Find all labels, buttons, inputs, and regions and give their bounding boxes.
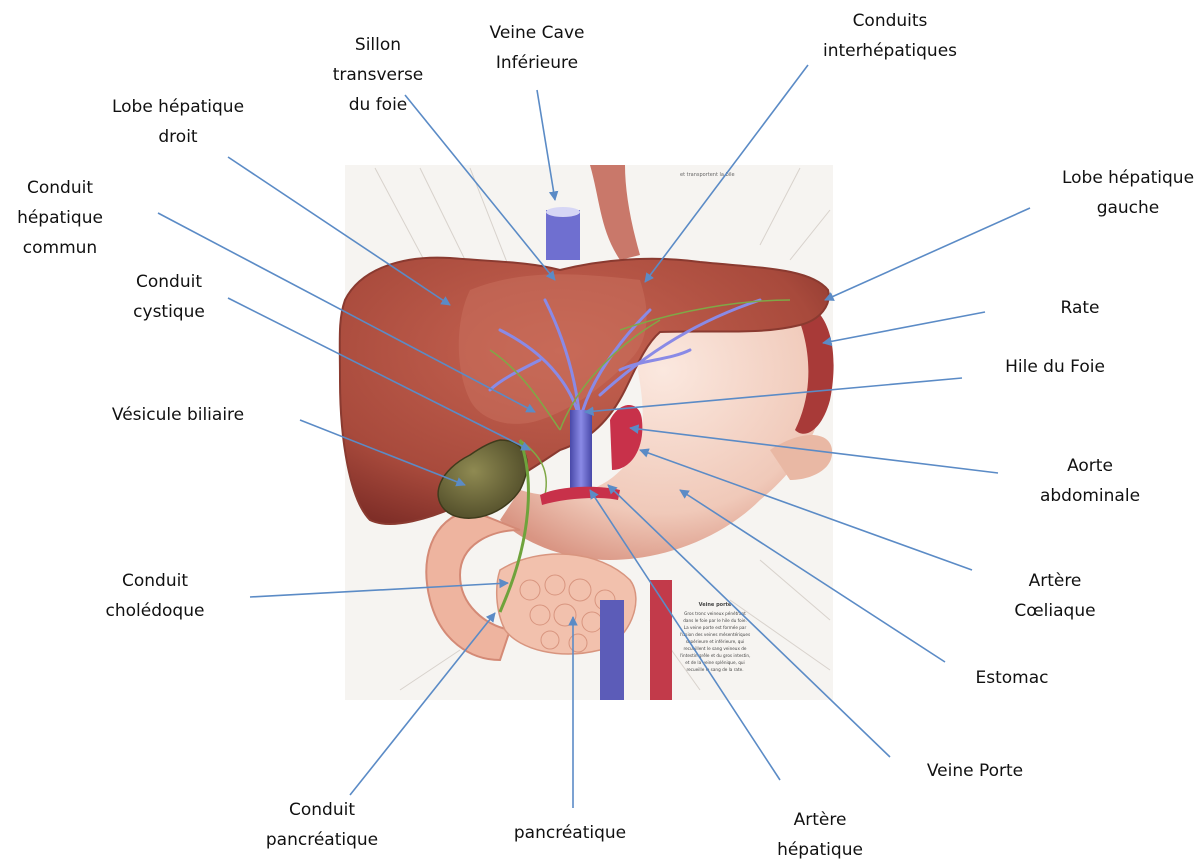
label-line: Conduit [106,566,205,596]
label-line: interhépatiques [823,36,957,66]
label-line: Conduit [266,795,378,825]
label-veine-cave: Veine Cave Inférieure [490,18,585,78]
label-pancreatique: pancréatique [514,818,626,848]
label-line: Rate [1061,293,1100,323]
label-line: Conduit [17,173,103,203]
label-artere-coeliaque: Artère Cœliaque [1014,566,1095,626]
label-line: cystique [133,297,205,327]
hepatic-portal-vein [570,410,592,490]
label-conduit-choledoque: Conduit cholédoque [106,566,205,626]
inset-caption-line: et de la veine splénique, qui [685,660,744,665]
inset-caption-line: l'intestin grêle et du gros intestin, [680,653,751,658]
label-line: Artère [777,805,863,835]
label-lobe-hepatique-droit: Lobe hépatique droit [112,92,244,152]
label-line: hépatique [777,835,863,865]
inferior-vena-cava [546,210,580,260]
inset-caption-line: l'union des veines mésentériques [680,632,750,637]
label-conduit-pancreatique: Conduit pancréatique [266,795,378,855]
label-line: transverse [333,60,424,90]
label-conduit-cystique: Conduit cystique [133,267,205,327]
leader-lobe-gauche [825,208,1030,300]
label-line: pancréatique [514,818,626,848]
inset-caption-title: Veine porte [699,602,732,608]
inset-caption-line: La veine porte est formée par [684,625,747,630]
inset-caption-line: supérieure et inférieure, qui [686,639,745,644]
label-line: Estomac [976,663,1049,693]
label-vesicule-biliaire: Vésicule biliaire [112,400,244,430]
illustration: et transportent la bile [340,165,834,700]
label-line: Inférieure [490,48,585,78]
label-artere-hepatique: Artère hépatique [777,805,863,865]
label-line: Cœliaque [1014,596,1095,626]
label-line: Lobe hépatique [112,92,244,122]
label-line: droit [112,122,244,152]
label-line: abdominale [1040,481,1140,511]
vena-cava-lower [600,600,624,700]
label-line: Conduits [823,6,957,36]
label-line: commun [17,233,103,263]
label-conduits-interhepatiques: Conduits interhépatiques [823,6,957,66]
label-line: hépatique [17,203,103,233]
label-estomac: Estomac [976,663,1049,693]
label-line: Hile du Foie [1005,352,1105,382]
label-hile-du-foie: Hile du Foie [1005,352,1105,382]
label-line: Lobe hépatique [1062,163,1194,193]
label-sillon: Sillon transverse du foie [333,30,424,120]
label-line: Veine Porte [927,756,1023,786]
label-line: Artère [1014,566,1095,596]
label-line: Veine Cave [490,18,585,48]
label-line: Conduit [133,267,205,297]
label-lobe-hepatique-gauche: Lobe hépatique gauche [1062,163,1194,223]
inset-caption-line: Gros tronc veineux pénétrant [684,611,746,616]
label-rate: Rate [1061,293,1100,323]
leader-rate [823,312,985,343]
label-veine-porte: Veine Porte [927,756,1023,786]
label-line: du foie [333,90,424,120]
label-line: cholédoque [106,596,205,626]
label-line: gauche [1062,193,1194,223]
inset-caption-line: recueille le sang de la rate. [686,667,743,672]
label-conduit-hepatique-commun: Conduit hépatique commun [17,173,103,263]
inset-caption-line: dans le foie par le hile du foie. [683,618,747,623]
inferior-vena-cava-opening [546,207,580,217]
label-line: Sillon [333,30,424,60]
label-line: pancréatique [266,825,378,855]
label-line: Vésicule biliaire [112,400,244,430]
label-line: Aorte [1040,451,1140,481]
label-aorte-abdominale: Aorte abdominale [1040,451,1140,511]
